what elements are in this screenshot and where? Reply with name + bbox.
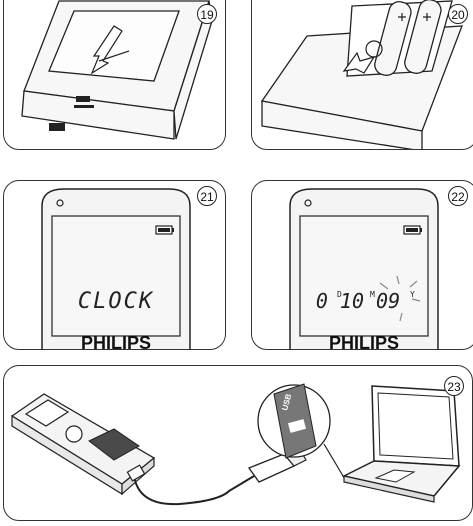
lcd-date-digits: 0 10 09 xyxy=(316,289,400,313)
battery-icon xyxy=(156,226,174,234)
step-number-23: 23 xyxy=(444,376,464,396)
step-20-panel: 20 xyxy=(251,0,473,150)
brand-label: PHILIPS xyxy=(329,333,399,350)
step-number-19: 19 xyxy=(197,4,217,24)
step-number-22: 22 xyxy=(448,186,468,206)
step-number-20: 20 xyxy=(448,4,468,24)
month-marker: M xyxy=(370,290,375,299)
lcd-clock-text: CLOCK xyxy=(78,289,154,314)
device-date-illustration: 0 10 09 D M Y PHILIPS xyxy=(252,181,473,350)
battery-insert-illustration xyxy=(252,0,473,150)
step-21-panel: CLOCK PHILIPS 21 xyxy=(3,180,226,350)
step-number-21: 21 xyxy=(197,186,217,206)
year-marker: Y xyxy=(410,290,415,299)
usb-cable-icon xyxy=(134,476,254,504)
step-23-panel: USB 23 xyxy=(3,365,473,521)
brand-label: PHILIPS xyxy=(81,333,151,350)
battery-icon xyxy=(404,226,422,234)
step-19-panel: 19 xyxy=(3,0,226,150)
device-display-illustration: CLOCK PHILIPS xyxy=(4,181,226,350)
step-22-panel: 0 10 09 D M Y PHILIPS 22 xyxy=(251,180,473,350)
day-marker: D xyxy=(337,290,342,299)
usb-connection-illustration: USB xyxy=(4,366,473,521)
laptop-icon xyxy=(344,386,459,502)
battery-cover-illustration xyxy=(4,0,226,150)
